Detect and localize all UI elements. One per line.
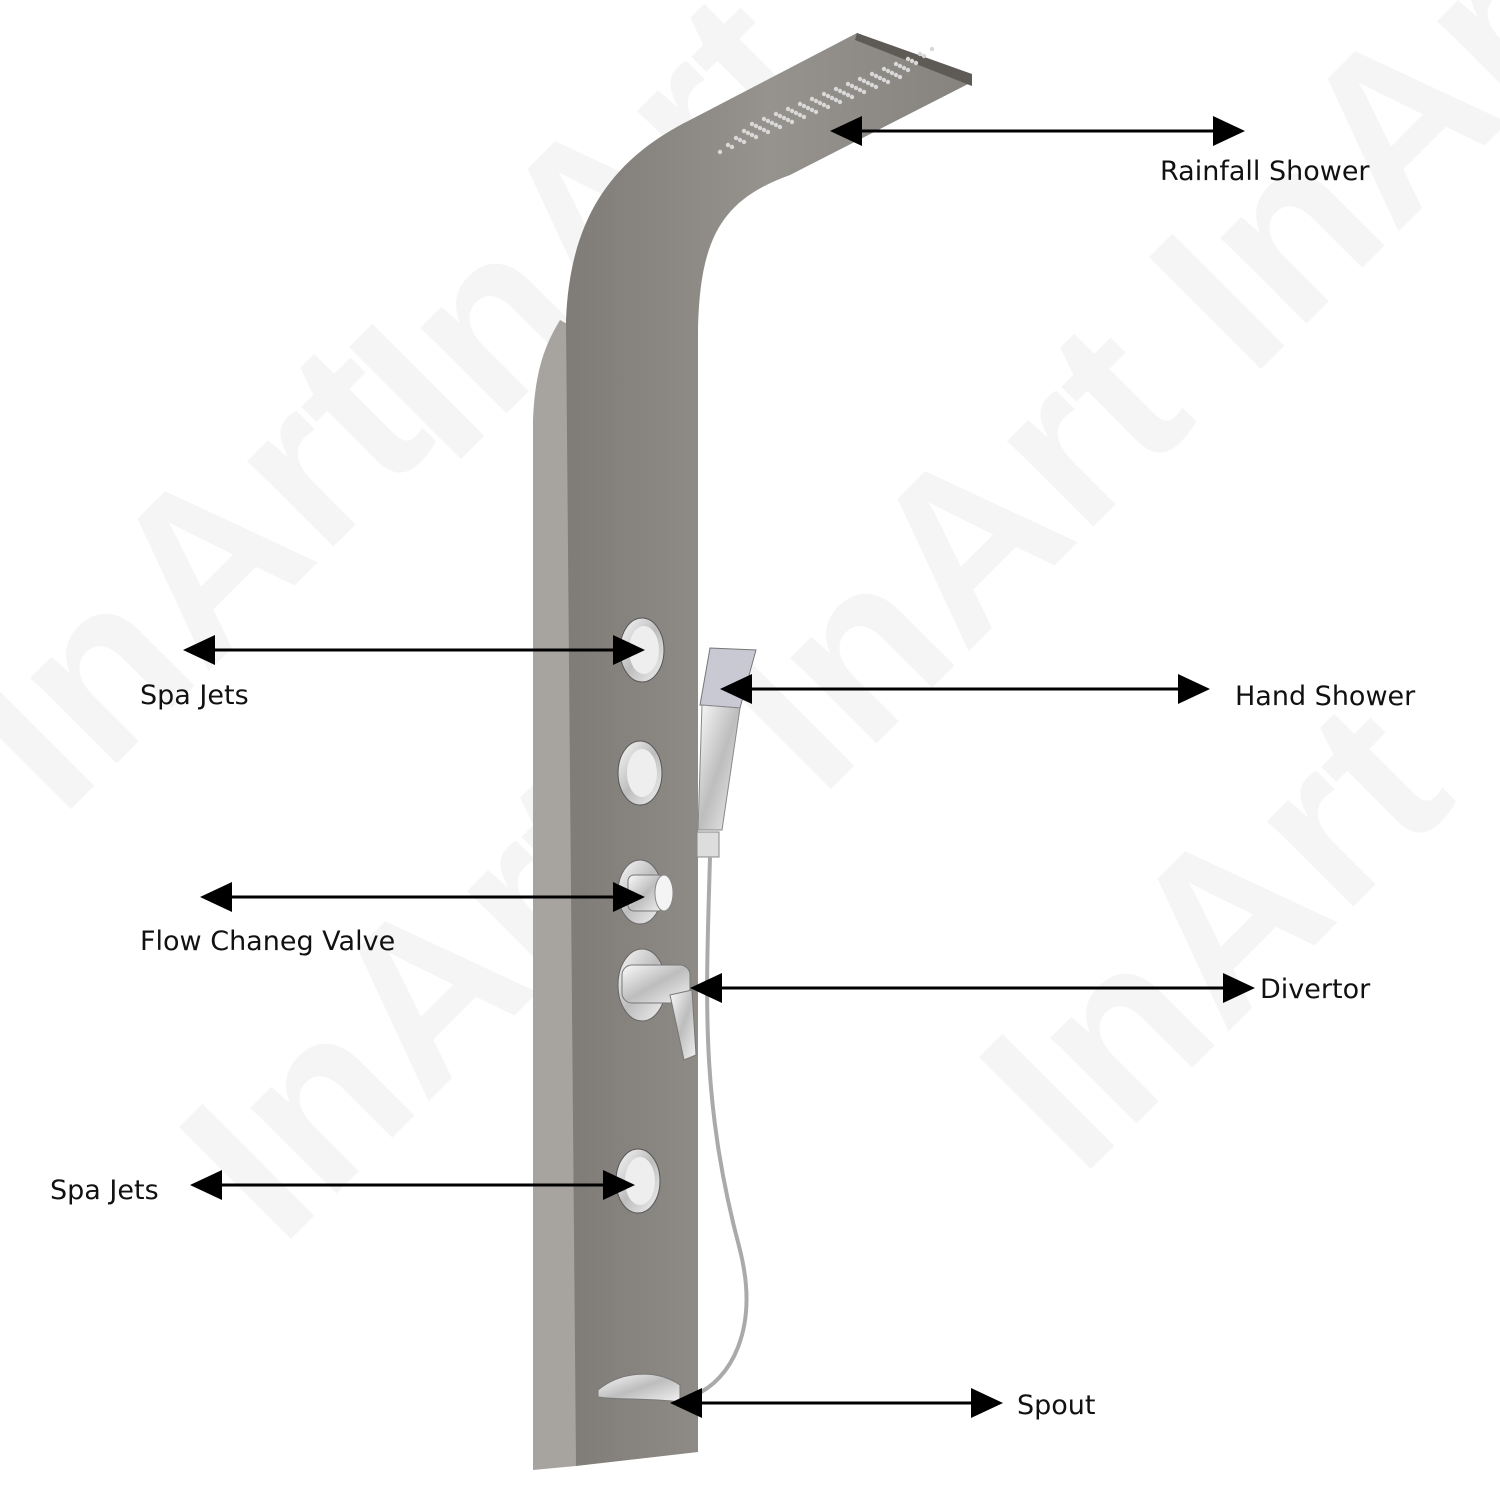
divertor-handle (617, 948, 697, 1061)
label-rainfall-shower: Rainfall Shower (1160, 156, 1370, 187)
hose (694, 856, 749, 1397)
rainfall-nozzles (717, 46, 935, 155)
arrow-spout (670, 1388, 1003, 1418)
panel-front (566, 33, 972, 1466)
panel-side (533, 320, 578, 1470)
shower-panel (533, 33, 972, 1470)
label-spa-jets-bottom: Spa Jets (50, 1175, 159, 1206)
label-spa-jets-top: Spa Jets (140, 680, 249, 711)
label-flow-change-valve: Flow Chaneg Valve (140, 926, 395, 957)
callout-labels: Rainfall Shower Spa Jets Hand Shower Flo… (50, 156, 1416, 1421)
svg-text:InArt: InArt (673, 273, 1234, 834)
arrow-divertor (690, 973, 1255, 1003)
flow-change-valve (617, 859, 674, 925)
svg-text:InArt: InArt (1103, 0, 1500, 415)
callout-arrows (183, 116, 1255, 1418)
label-hand-shower: Hand Shower (1235, 681, 1416, 712)
arrow-rainfall-shower (830, 116, 1245, 146)
spa-jet-2 (617, 740, 663, 806)
label-divertor: Divertor (1260, 974, 1371, 1005)
arrow-spa-jets-bottom (190, 1170, 635, 1200)
svg-text:InArt: InArt (933, 653, 1494, 1214)
arrow-hand-shower (720, 674, 1210, 704)
arrow-spa-jets-top (183, 635, 645, 665)
label-spout: Spout (1017, 1390, 1096, 1421)
arrow-flow-change-valve (200, 882, 645, 912)
